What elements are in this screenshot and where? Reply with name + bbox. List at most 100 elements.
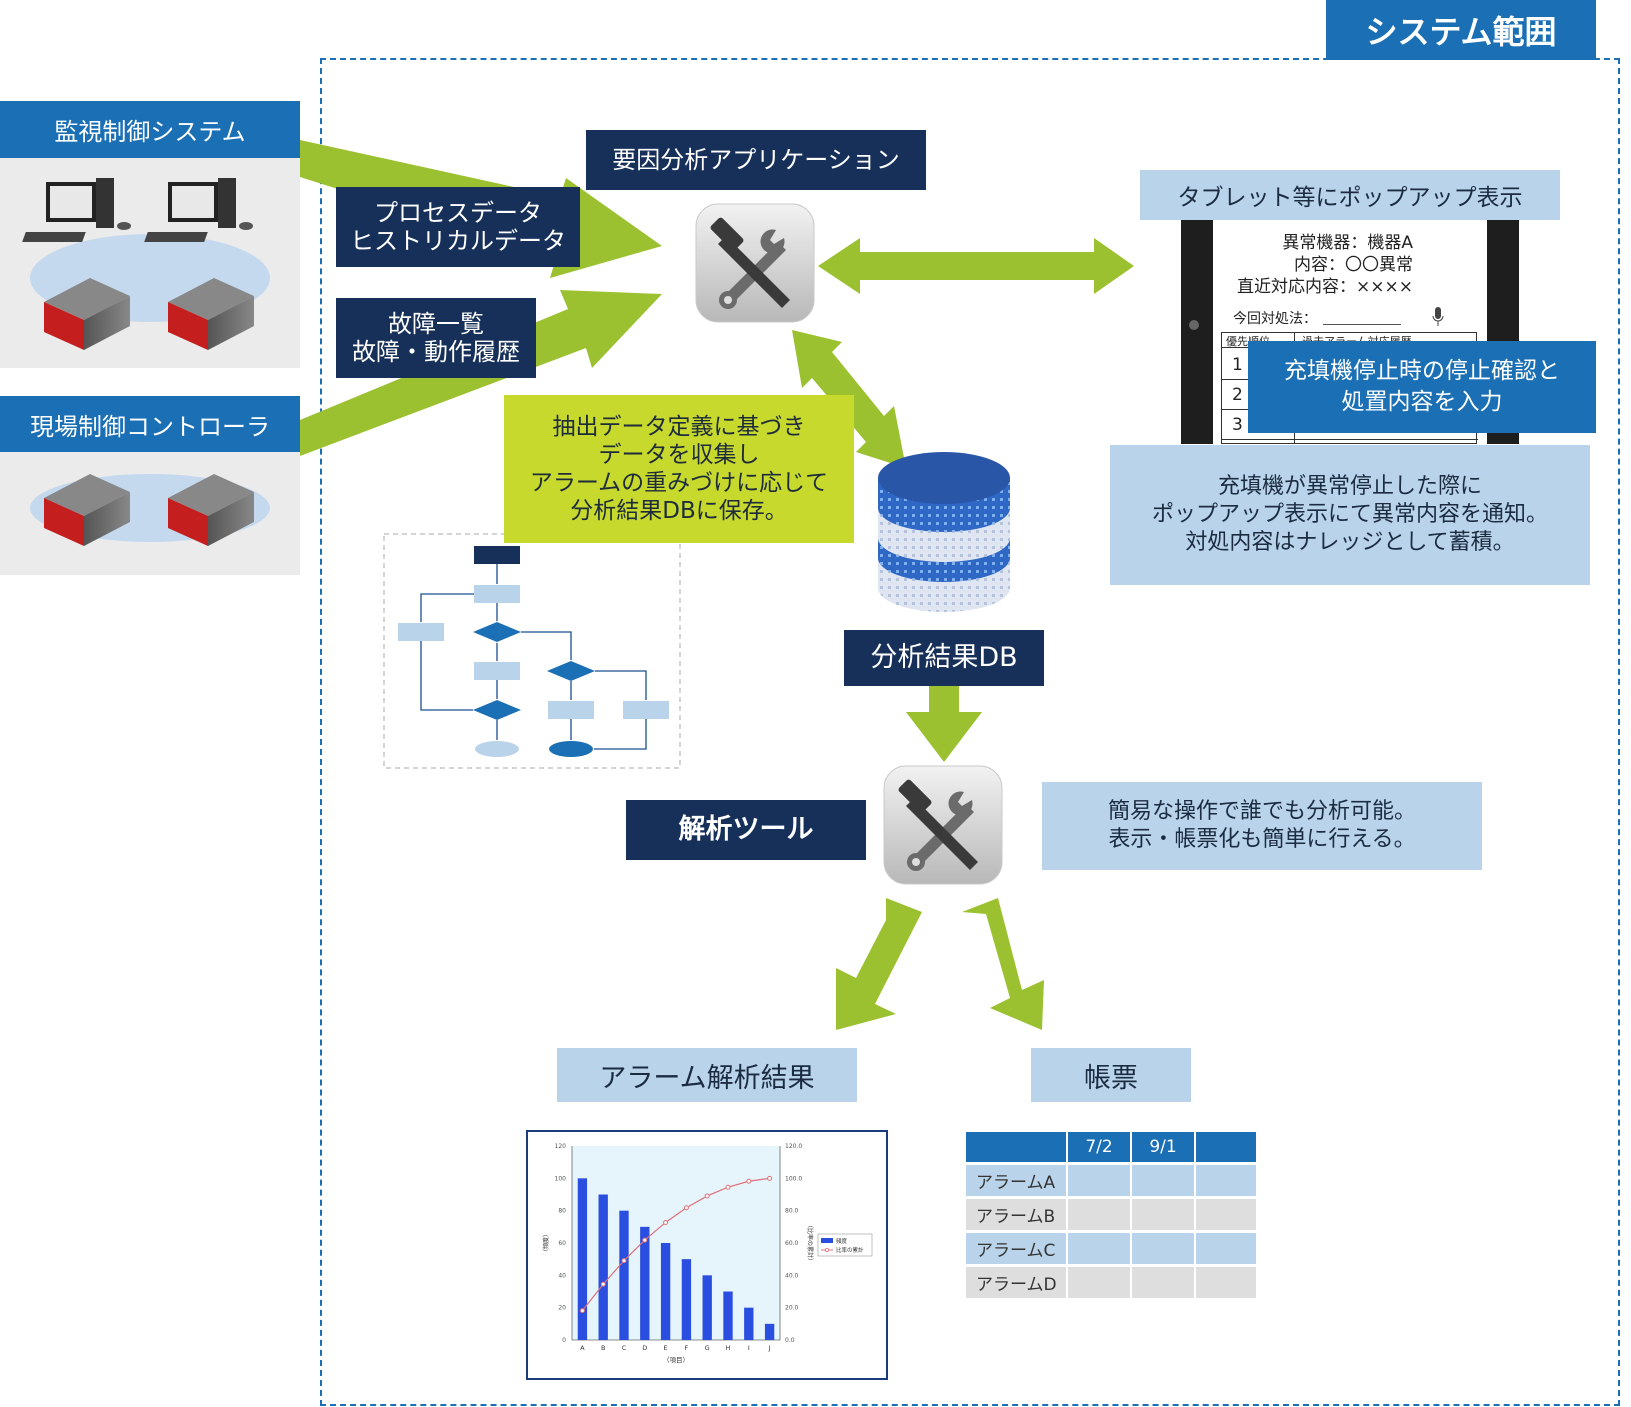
report-col-date: 9/1 xyxy=(1149,1137,1177,1157)
table-row-rank: 3 xyxy=(1232,415,1243,435)
cumulative-point xyxy=(579,1308,585,1314)
y-tick-label: 120 xyxy=(555,1143,567,1150)
analysis-tool-note: 簡易な操作で誰でも分析可能。 表示・帳票化も簡単に行える。 xyxy=(1042,782,1482,870)
report-row-label: アラームD xyxy=(976,1275,1057,1295)
bar xyxy=(640,1226,650,1340)
y-tick-label: 60 xyxy=(558,1240,566,1247)
report-row-label: アラームA xyxy=(976,1173,1056,1193)
arrow-tool-to-alarm-result xyxy=(836,898,922,1030)
x-tick-label: G xyxy=(705,1344,710,1352)
x-tick-label: H xyxy=(726,1344,731,1352)
bar xyxy=(744,1307,754,1340)
report-col-date: 7/2 xyxy=(1085,1137,1113,1157)
fault-list-label: 故障一覧 故障・動作履歴 xyxy=(336,298,536,378)
system-scope-title: システム範囲 xyxy=(1326,0,1596,60)
y-axis-label: （頻度） xyxy=(542,1231,550,1255)
cumulative-point xyxy=(746,1178,752,1184)
tablet-line-device: 異常機器：機器A xyxy=(1282,233,1413,253)
bar xyxy=(577,1178,588,1340)
process-data-label: プロセスデータ ヒストリカルデータ xyxy=(336,187,580,267)
flowchart-illustration xyxy=(383,533,681,769)
cumulative-point xyxy=(663,1219,669,1225)
y-tick-label: 20 xyxy=(558,1305,566,1312)
arrow-app-tablet xyxy=(818,238,1134,294)
tablet-camera-icon xyxy=(1189,320,1199,330)
y-tick-label: 100 xyxy=(555,1175,567,1182)
pareto-chart: 0 20 40 60 80 100 120 0.0 20.0 40.0 60.0 80.0 100.0 1… xyxy=(542,1143,873,1364)
server-rack-icon xyxy=(168,278,254,350)
bar xyxy=(681,1259,692,1340)
monitoring-system-label: 監視制御システム xyxy=(0,101,300,158)
server-rack-icon xyxy=(44,278,130,350)
y2-tick-label: 120.0 xyxy=(785,1143,802,1150)
server-rack-icon xyxy=(168,474,254,546)
legend-bar-swatch xyxy=(821,1238,833,1243)
alarm-result-title: アラーム解析結果 xyxy=(557,1048,857,1102)
x-axis-label: （項目） xyxy=(663,1356,689,1364)
y2-tick-label: 60.0 xyxy=(785,1240,799,1247)
cumulative-point xyxy=(725,1184,731,1190)
field-controller-label: 現場制御コントローラ xyxy=(0,396,300,452)
y2-tick-label: 80.0 xyxy=(785,1208,799,1215)
y2-tick-label: 100.0 xyxy=(785,1175,802,1182)
table-row-rank: 1 xyxy=(1232,355,1243,375)
controller-equipment-illustration xyxy=(30,474,270,546)
legend-line-marker xyxy=(824,1248,829,1253)
monitoring-equipment-illustration xyxy=(22,178,270,350)
tablet-input-field[interactable] xyxy=(1323,323,1401,325)
tablet-popup-title: タブレット等にポップアップ表示 xyxy=(1140,170,1560,220)
analysis-tools-icon xyxy=(883,765,1003,885)
bar xyxy=(598,1194,608,1340)
y-tick-label: 80 xyxy=(558,1208,566,1215)
x-tick-label: E xyxy=(664,1344,668,1352)
y2-tick-label: 0.0 xyxy=(785,1337,795,1344)
y2-tick-label: 20.0 xyxy=(785,1305,799,1312)
tablet-line-content: 内容：〇〇異常 xyxy=(1294,255,1413,275)
bar xyxy=(660,1243,671,1340)
legend-label: 比率の累計 xyxy=(836,1246,864,1254)
collect-note: 抽出データ定義に基づき データを収集し アラームの重みづけに応じて 分析結果DB… xyxy=(504,395,854,543)
x-tick-label: B xyxy=(601,1344,605,1352)
arrow-db-to-tool xyxy=(906,686,982,762)
x-tick-label: D xyxy=(642,1344,647,1352)
x-tick-label: I xyxy=(748,1344,750,1352)
report-table: 7/2 9/1 アラームA アラームB アラームC アラームD xyxy=(966,1132,1256,1298)
cumulative-point xyxy=(704,1193,710,1199)
app-title-label: 要因分析アプリケーション xyxy=(586,130,926,190)
cumulative-point xyxy=(642,1237,648,1243)
tablet-input-label: 今回対処法： xyxy=(1233,311,1317,327)
y2-tick-label: 40.0 xyxy=(785,1272,799,1279)
x-tick-label: J xyxy=(768,1344,771,1352)
x-tick-label: C xyxy=(622,1344,627,1352)
cumulative-point xyxy=(683,1205,689,1211)
bar xyxy=(702,1275,712,1340)
report-table-header xyxy=(966,1132,1256,1162)
database-icon xyxy=(878,452,1010,612)
tablet-line-recent: 直近対応内容：×××× xyxy=(1237,277,1413,297)
x-tick-label: F xyxy=(685,1344,689,1352)
bar xyxy=(619,1210,629,1340)
report-row-label: アラームC xyxy=(976,1241,1056,1261)
bar xyxy=(764,1323,775,1340)
bar xyxy=(723,1291,733,1340)
tablet-overlay-label: 充填機停止時の停止確認と 処置内容を入力 xyxy=(1248,341,1596,433)
system-scope-boundary xyxy=(320,58,1620,1406)
analysis-tool-label: 解析ツール xyxy=(626,800,866,860)
y2-axis-label: （比率の累計） xyxy=(806,1222,814,1264)
microphone-icon[interactable] xyxy=(1431,306,1445,328)
tablet-note: 充填機が異常停止した際に ポップアップ表示にて異常内容を通知。 対処内容はナレッ… xyxy=(1110,445,1590,585)
cumulative-point xyxy=(600,1281,606,1287)
analysis-db-label: 分析結果DB xyxy=(844,630,1044,686)
report-title: 帳票 xyxy=(1031,1048,1191,1102)
server-rack-icon xyxy=(44,474,130,546)
y-tick-label: 0 xyxy=(562,1337,566,1344)
computer-icon xyxy=(22,178,131,242)
cumulative-point xyxy=(767,1175,773,1181)
report-row-label: アラームB xyxy=(976,1207,1056,1227)
app-tools-icon xyxy=(695,203,815,323)
arrow-tool-to-report xyxy=(962,898,1044,1030)
table-row-rank: 2 xyxy=(1232,385,1243,405)
y-tick-label: 40 xyxy=(558,1272,566,1279)
x-tick-label: A xyxy=(580,1344,585,1352)
cumulative-line xyxy=(581,1177,770,1311)
